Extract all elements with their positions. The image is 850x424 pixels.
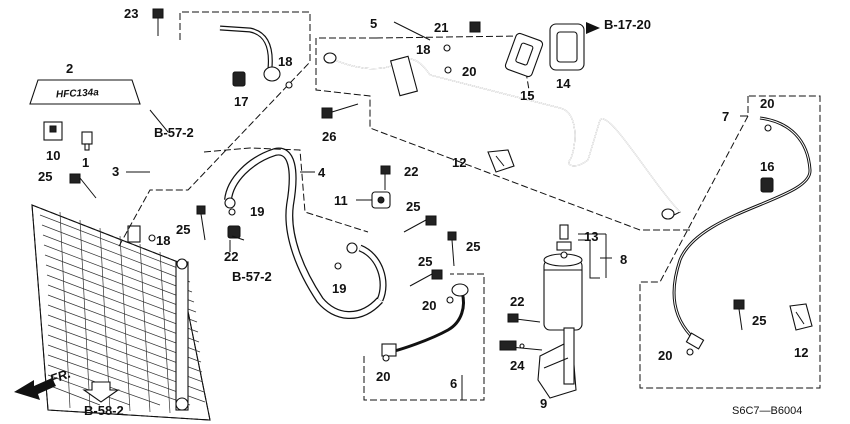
valve-10 [43,121,63,141]
callout-25f: 25 [752,313,766,328]
callout-8: 8 [620,252,627,267]
bracket-9 [537,327,577,399]
bolt-22-top [380,165,391,190]
callout-16: 16 [760,159,774,174]
callout-26: 26 [322,129,336,144]
bolt-25-upper [403,215,437,233]
callout-15: 15 [520,88,534,103]
ref-b-58-2: B-58-2 [84,403,124,418]
clamp-11 [371,191,391,209]
bolt-23 [152,8,164,36]
bolt-22-left [227,225,241,239]
callout-18c: 18 [416,42,430,57]
callout-20d: 20 [760,96,774,111]
nut-21 [469,21,481,33]
callout-24: 24 [510,358,525,373]
callout-17: 17 [234,94,248,109]
diagram-code: S6C7—B6004 [732,405,802,417]
callout-12a: 12 [452,155,466,170]
suction-hose-3 [127,25,281,243]
clamp-12-top [487,149,515,173]
valve-1 [81,131,93,151]
callout-12b: 12 [794,345,808,360]
plate-text: HFC134a [56,87,100,100]
callout-20a: 20 [462,64,476,79]
callout-20b: 20 [422,298,436,313]
callout-23: 23 [124,6,138,21]
bolt-25-left [69,173,97,199]
callout-25c: 25 [406,199,420,214]
front-direction-label: FR. [48,366,73,387]
grommet-15 [504,32,544,78]
front-arrow-icon: FR. [14,366,73,400]
ref-arrow-icon [586,22,600,34]
nut-17 [232,71,246,87]
pipe-5 [323,52,681,220]
bolt-25-right [447,231,457,267]
callout-9: 9 [540,396,547,411]
callout-2: 2 [66,61,73,76]
callout-21: 21 [434,20,448,35]
callout-4: 4 [318,165,326,180]
ref-b-17-20: B-17-20 [604,17,651,32]
discharge-hose-4 [224,147,387,319]
callout-5: 5 [370,16,377,31]
condenser [31,204,211,421]
callout-18b: 18 [156,233,170,248]
pipe-7 [672,116,812,350]
callout-11: 11 [334,193,348,208]
callout-22b: 22 [224,249,238,264]
callout-labels: 1 2 3 4 5 6 7 8 9 10 11 12 12 13 14 15 1… [38,6,808,411]
callout-22a: 22 [404,164,418,179]
callout-19b: 19 [332,281,346,296]
down-arrow-icon [82,381,120,403]
seal-14 [549,23,585,71]
receiver-drier-8 [543,224,583,331]
callout-7: 7 [722,109,729,124]
callout-25e: 25 [418,254,432,269]
clamp-12-right [789,303,813,331]
label-plate-2: HFC134a [29,79,141,105]
bolt-25-mid [196,205,206,241]
callout-14: 14 [556,76,571,91]
callout-20c: 20 [376,369,390,384]
bolt-25-low [409,269,443,287]
ref-b-57-2-lower: B-57-2 [232,269,272,284]
reference-labels: B-17-20 B-57-2 B-57-2 B-58-2 S6C7—B6004 [84,17,802,418]
ref-b-57-2-upper: B-57-2 [154,125,194,140]
callout-19a: 19 [250,204,264,219]
o-rings [148,44,772,362]
callout-22c: 22 [510,294,524,309]
callout-3: 3 [112,164,119,179]
callout-25d: 25 [466,239,480,254]
bolt-25-far [733,299,745,331]
callout-1: 1 [82,155,89,170]
callout-13: 13 [584,229,598,244]
nut-16 [760,177,774,193]
callout-10: 10 [46,148,60,163]
bolt-26 [321,103,359,119]
callout-6: 6 [450,376,457,391]
pipe-6 [381,283,469,357]
callout-25b: 25 [176,222,190,237]
callout-25a: 25 [38,169,52,184]
callout-18a: 18 [278,54,292,69]
washer-24 [519,343,525,349]
callout-20e: 20 [658,348,672,363]
leader-lines [126,21,748,400]
